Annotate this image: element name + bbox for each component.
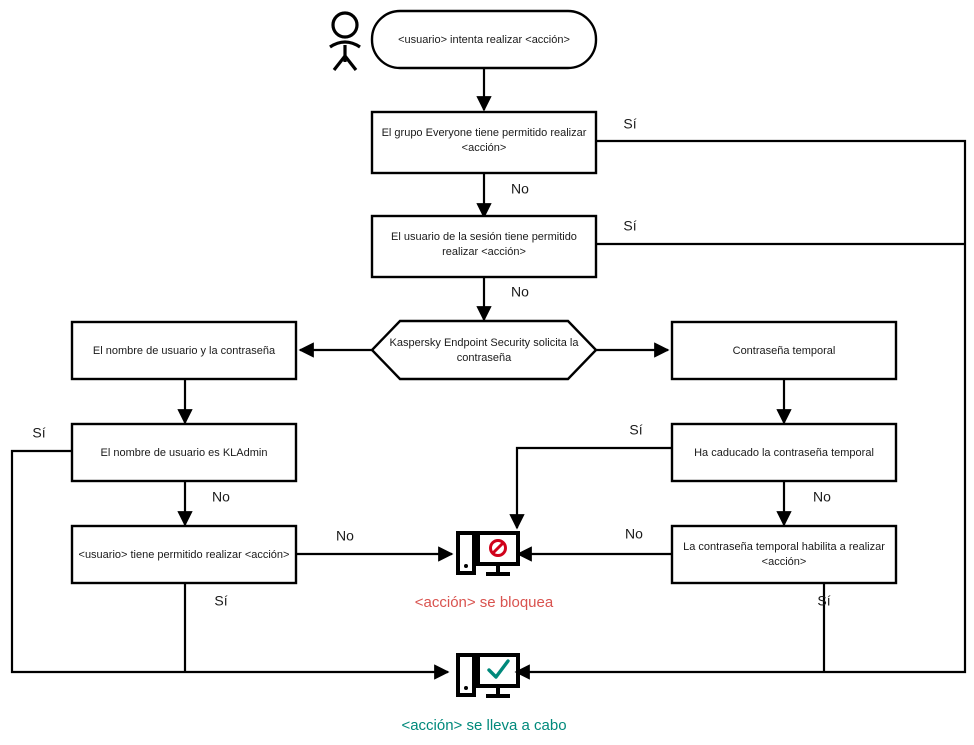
label-session-no: No — [511, 284, 529, 300]
label-temp-expired-yes: Sí — [629, 422, 642, 438]
label-temp-expired-no: No — [813, 489, 831, 505]
node-prompt-line1: Kaspersky Endpoint Security solicita la — [390, 337, 580, 349]
node-everyone-line2: <acción> — [462, 142, 507, 154]
node-start-label: <usuario> intenta realizar <acción> — [398, 34, 570, 46]
node-temp-expired-label: Ha caducado la contraseña temporal — [694, 447, 874, 459]
allowed-caption: <acción> se lleva a cabo — [401, 717, 566, 734]
label-session-yes: Sí — [623, 218, 636, 234]
label-user-allowed-no: No — [336, 528, 354, 544]
node-kes-password-prompt[interactable]: Kaspersky Endpoint Security solicita la … — [370, 319, 598, 381]
computer-allowed-icon — [456, 653, 520, 698]
node-user-allowed[interactable]: <usuario> tiene permitido realizar <acci… — [70, 524, 298, 585]
node-credentials-label: El nombre de usuario y la contraseña — [93, 345, 276, 357]
node-temp-password-expired[interactable]: Ha caducado la contraseña temporal — [670, 422, 898, 483]
node-temp-enables-line1: La contraseña temporal habilita a realiz… — [683, 541, 885, 553]
label-everyone-yes: Sí — [623, 116, 636, 132]
computer-blocked-icon — [456, 531, 520, 576]
node-kladmin-label: El nombre de usuario es KLAdmin — [101, 447, 268, 459]
node-prompt-line2: contraseña — [457, 352, 512, 364]
node-temp-enables-line2: <acción> — [762, 556, 807, 568]
edge-labels: Sí No Sí No Sí No Sí No No No Sí Sí — [32, 116, 831, 609]
node-everyone-permission[interactable]: El grupo Everyone tiene permitido realiz… — [370, 110, 598, 175]
label-everyone-no: No — [511, 181, 529, 197]
node-is-kladmin[interactable]: El nombre de usuario es KLAdmin — [70, 422, 298, 483]
node-temp-password-label: Contraseña temporal — [733, 345, 836, 357]
edge-kladmin-yes — [10, 449, 450, 680]
node-start[interactable]: <usuario> intenta realizar <acción> — [370, 9, 598, 70]
edge-temp-expired-yes — [509, 446, 672, 530]
node-everyone-line1: El grupo Everyone tiene permitido realiz… — [382, 127, 587, 139]
node-session-line1: El usuario de la sesión tiene permitido — [391, 231, 577, 243]
node-session-line2: realizar <acción> — [442, 246, 526, 258]
blocked-caption: <acción> se bloquea — [415, 594, 554, 611]
usuario-actor-icon — [329, 11, 361, 71]
edge-everyone-yes — [514, 139, 967, 680]
node-username-and-password[interactable]: El nombre de usuario y la contraseña — [70, 320, 298, 381]
label-temp-enables-no: No — [625, 526, 643, 542]
label-kladmin-yes: Sí — [32, 425, 45, 441]
label-kladmin-no: No — [212, 489, 230, 505]
label-temp-enables-yes: Sí — [817, 593, 830, 609]
label-user-allowed-yes: Sí — [214, 593, 227, 609]
node-temp-password-enables[interactable]: La contraseña temporal habilita a realiz… — [670, 524, 898, 585]
node-temporary-password[interactable]: Contraseña temporal — [670, 320, 898, 381]
edges — [10, 68, 967, 680]
node-user-allowed-label: <usuario> tiene permitido realizar <acci… — [79, 549, 290, 561]
node-session-user-permission[interactable]: El usuario de la sesión tiene permitido … — [370, 214, 598, 279]
